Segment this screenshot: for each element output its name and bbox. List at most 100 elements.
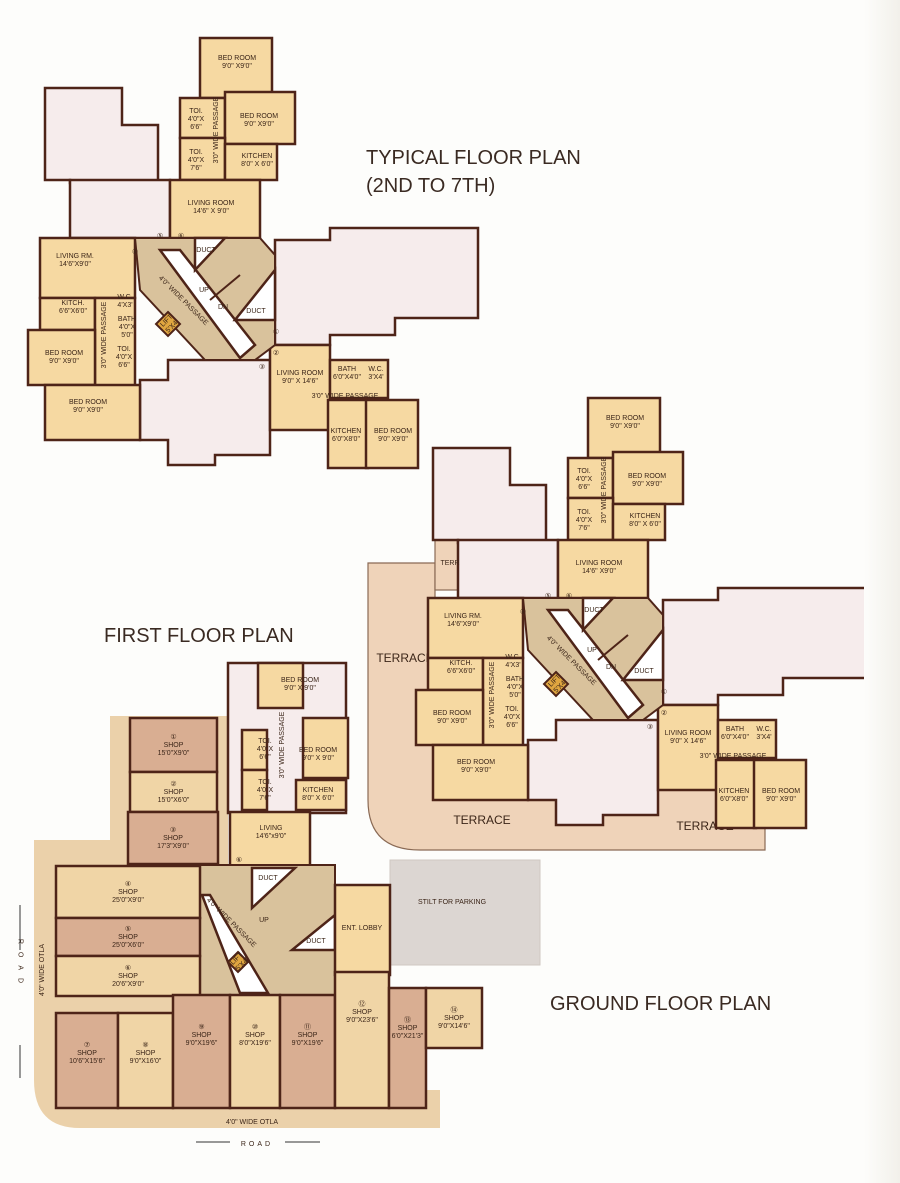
room-label-line: 9'0" X9'0" [766, 796, 796, 803]
room-label-line: 4'0"X [119, 324, 136, 331]
room-label-line: 6'6" [578, 484, 590, 491]
bedroom [301, 716, 350, 780]
room-label-line: BED ROOM [762, 788, 800, 795]
lift-well [200, 893, 271, 995]
duct-label: DUCT [584, 607, 604, 614]
room-label-line: 14'6"x9'0" [256, 833, 287, 840]
room-label-line: 6'0"X4'0" [333, 374, 361, 381]
shop-label-line: 8'0"X19'6" [239, 1040, 271, 1047]
room-label: KITCH.6'6"X6'0" [59, 300, 87, 315]
shop-label-line: SHOP [444, 1015, 464, 1022]
stair-divider [597, 634, 629, 661]
bath-wc [716, 718, 778, 760]
room-label-line: 7'6" [190, 165, 202, 172]
lift [542, 670, 570, 698]
room-label-line: 3'X4' [368, 374, 383, 381]
flat-number: ② [273, 349, 279, 357]
furnished-flat-3 [138, 358, 272, 467]
ent-lobby-label: ENT. LOBBY [342, 925, 383, 932]
room-label-line: 4'0"X [504, 714, 521, 721]
room-label-line: BATH [726, 726, 744, 733]
kitchen [426, 656, 485, 692]
bedroom [43, 383, 142, 442]
stair-up-label-line: UP [587, 647, 597, 654]
duct [250, 866, 299, 911]
first-floor-title: FIRST FLOOR PLAN [104, 625, 294, 647]
room-label-line: 9'0" X9'0" [244, 121, 274, 128]
shop-label-line: ⑬ [404, 1016, 411, 1024]
room-label-line: TOI. [189, 149, 203, 156]
shop-label-line: 15'0"X6'0" [158, 797, 190, 804]
shop-13 [387, 986, 428, 1110]
room-label-line: 7'6" [578, 525, 590, 532]
room-label-line: KITCHEN [630, 513, 661, 520]
room-label-line: BED ROOM [281, 677, 319, 684]
shop-8 [116, 1011, 175, 1110]
flat-number: ① [273, 328, 279, 336]
bedroom [431, 743, 530, 802]
passage-label-line: 3'0" WIDE PASSAGE [213, 96, 220, 163]
flat-number-line: ① [661, 688, 667, 696]
room-label-line: W.C. [117, 294, 132, 301]
kitchen [223, 142, 279, 182]
shop-6 [54, 954, 202, 998]
room-label-line: 9'0" X 14'6" [282, 378, 318, 385]
room-label-line: LIVING [260, 825, 283, 832]
room-label-line: 9'0" X 14'6" [670, 738, 706, 745]
room-label-line: 9'0" X9'0" [222, 63, 252, 70]
stair-down-label-line: DN [606, 664, 616, 671]
flat-number-line: ⑥ [236, 856, 242, 864]
stilt-parking [389, 859, 541, 966]
living-room [556, 538, 650, 600]
room-label-line: 4'0"X [507, 684, 524, 691]
shop-label-line: 9'0"X16'0" [130, 1058, 162, 1065]
shop-label-line: 25'0"X9'0" [112, 897, 144, 904]
room-label-line: BED ROOM [240, 113, 278, 120]
lift [154, 310, 182, 338]
shop-label-line: SHOP [192, 1032, 212, 1039]
terrace-label: TERR [440, 560, 459, 567]
shop-label-line: ⑤ [125, 925, 131, 933]
bedroom [611, 450, 685, 506]
kitchen [294, 778, 348, 812]
shop-label-line: 25'0"X6'0" [112, 942, 144, 949]
duct-label-line: DUCT [306, 938, 326, 945]
shop-label-line: ⑧ [142, 1041, 148, 1049]
shop-label-line: SHOP [163, 835, 183, 842]
room-label-line: 14'6"X9'0" [59, 261, 91, 268]
duct [232, 266, 277, 322]
shop-2 [128, 770, 219, 814]
room-label-line: 9'0" X9'0" [378, 436, 408, 443]
room-label-line: 4'0"X [188, 116, 205, 123]
otla-label: 4'0" WIDE OTLA [226, 1119, 278, 1126]
passage-label: 3'0" WIDE PASSAGE [279, 711, 286, 778]
duct [620, 626, 665, 682]
passage-label: 3'0" WIDE PASSAGE [489, 661, 496, 728]
shop-label-line: ⑨ [198, 1023, 204, 1031]
lift [226, 950, 250, 974]
passage-label-line: 3'0" WIDE PASSAGE [489, 661, 496, 728]
room-label-line: 9'0" X9'0" [610, 423, 640, 430]
shop-5 [54, 916, 202, 958]
room-label: LIVING RM.14'6"X9'0" [444, 613, 482, 628]
terrace-label-line: TERRACE [376, 651, 433, 665]
room-label-line: KITCH. [62, 300, 85, 307]
room-label-line: 6'6" [506, 722, 518, 729]
stilt-label-line: STILT FOR PARKING [418, 899, 486, 906]
passage-label: 3'0" WIDE PASSAGE [601, 456, 608, 523]
room-label-line: LIVING RM. [444, 613, 482, 620]
flat-number-line: ③ [647, 723, 653, 731]
